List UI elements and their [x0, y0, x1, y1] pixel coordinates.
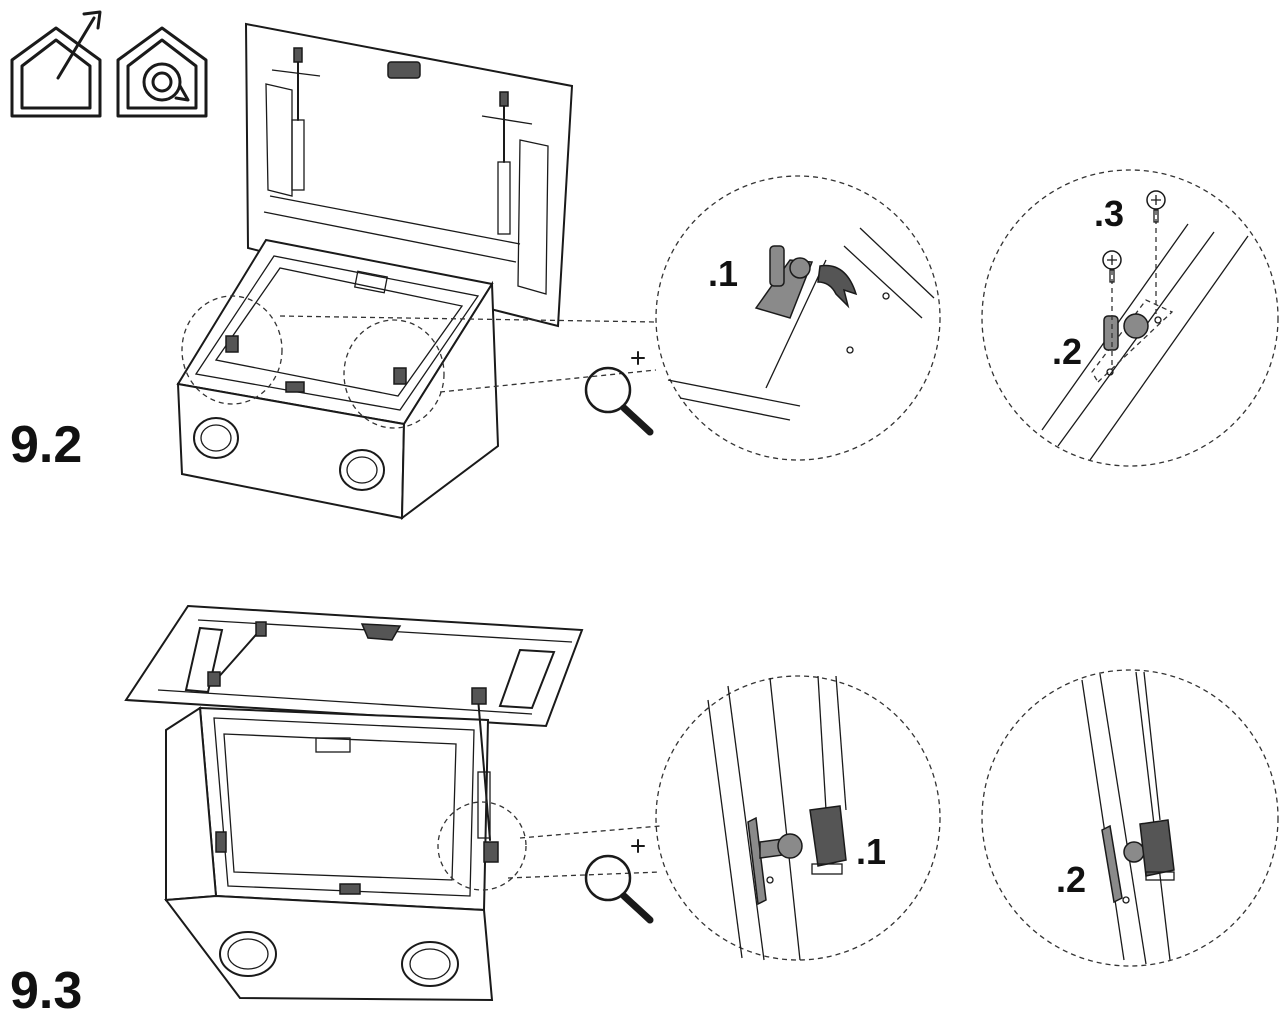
detail-9-2-2: [981, 169, 1279, 467]
magnifier-zoom-icon: [584, 839, 654, 924]
detail-9-3-1: [655, 675, 941, 961]
callout-label: .3: [1094, 193, 1124, 234]
callout-label: .2: [1056, 859, 1086, 900]
callout-label: .1: [708, 253, 738, 294]
detail-9-2-1: [655, 175, 941, 461]
hood-underside-9-3: [124, 604, 661, 1002]
magnifier-zoom-icon: [584, 351, 654, 436]
house-recirculation-icon: [116, 26, 208, 118]
hood-open-lid-9-2: [176, 22, 657, 521]
detail-9-3-2: [981, 669, 1279, 967]
step-label: 9.3: [10, 962, 82, 1020]
house-ducted-exhaust-icon: [10, 10, 102, 118]
step-label: 9.2: [10, 416, 82, 474]
callout-label: .2: [1052, 331, 1082, 372]
callout-label: .1: [856, 831, 886, 872]
